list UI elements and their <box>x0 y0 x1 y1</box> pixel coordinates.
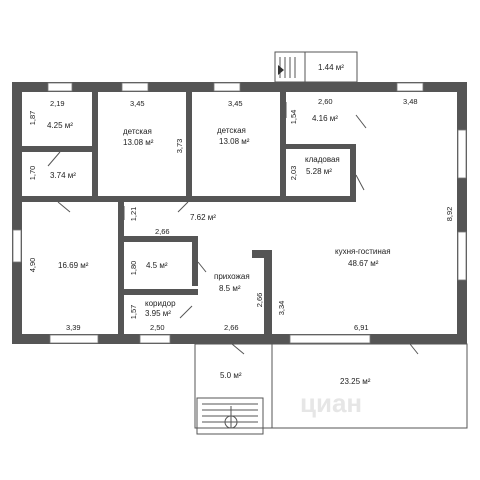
kitchen-area: 48.67 м² <box>348 259 379 268</box>
corridor-name: коридор <box>145 299 176 308</box>
dim-1-87: 1,87 <box>28 111 37 126</box>
kids2-area: 13.08 м² <box>219 137 250 146</box>
terrace-right-area: 23.25 м² <box>340 377 371 386</box>
dim-1-70: 1,70 <box>28 166 37 181</box>
outer-walls <box>12 82 467 344</box>
room-w-small-area: 3.74 м² <box>50 171 76 180</box>
room-nw-area: 4.25 м² <box>47 121 73 130</box>
dim-2-60: 2,60 <box>318 97 333 106</box>
dim-1-57: 1,57 <box>129 305 138 320</box>
dim-3-48: 3,48 <box>403 97 418 106</box>
dim-1-80: 1,80 <box>129 261 138 276</box>
terrace-left-area: 5.0 м² <box>220 371 242 380</box>
kids2-name: детская <box>217 126 246 135</box>
entry-area: 8.5 м² <box>219 284 241 293</box>
kids1-name: детская <box>123 127 152 136</box>
kids1-area: 13.08 м² <box>123 138 154 147</box>
watermark: циан <box>300 388 362 418</box>
hall-area: 7.62 м² <box>190 213 216 222</box>
dim-1-21: 1,21 <box>129 207 138 222</box>
dim-1-54: 1,54 <box>289 110 298 125</box>
room-ne-small-area: 4.16 м² <box>312 114 338 123</box>
dim-3-39: 3,39 <box>66 323 81 332</box>
dim-2-03: 2,03 <box>289 166 298 181</box>
interior-walls <box>22 92 356 336</box>
room-labels: 1.44 м² 4.25 м² детская 13.08 м² детская… <box>47 63 391 386</box>
dim-3-45-a: 3,45 <box>130 99 145 108</box>
dim-2-66-a: 2,66 <box>155 227 170 236</box>
top-porch <box>274 51 358 83</box>
dim-2-19: 2,19 <box>50 99 65 108</box>
terrace <box>194 343 468 435</box>
porch-area: 1.44 м² <box>318 63 344 72</box>
dim-8-92: 8,92 <box>445 207 454 222</box>
corridor-area: 3.95 м² <box>145 309 171 318</box>
dim-3-73: 3,73 <box>175 139 184 154</box>
dim-2-66-b: 2,66 <box>255 293 264 308</box>
storage-name: кладовая <box>305 155 340 164</box>
dim-3-45-b: 3,45 <box>228 99 243 108</box>
dimension-labels: 2,19 3,45 3,45 2,60 3,48 2,66 2,50 2,66 … <box>28 97 454 332</box>
dim-2-50: 2,50 <box>150 323 165 332</box>
doors <box>47 102 419 355</box>
dim-4-90: 4,90 <box>28 258 37 273</box>
windows <box>12 82 467 344</box>
storage-area: 5.28 м² <box>306 167 332 176</box>
dim-6-91: 6,91 <box>354 323 369 332</box>
kitchen-name: кухня-гостиная <box>335 247 391 256</box>
dim-3-34: 3,34 <box>277 301 286 316</box>
entry-name: прихожая <box>214 272 250 281</box>
room-mid-area: 4.5 м² <box>146 261 168 270</box>
dim-2-66-c: 2,66 <box>224 323 239 332</box>
room-sw-area: 16.69 м² <box>58 261 89 270</box>
